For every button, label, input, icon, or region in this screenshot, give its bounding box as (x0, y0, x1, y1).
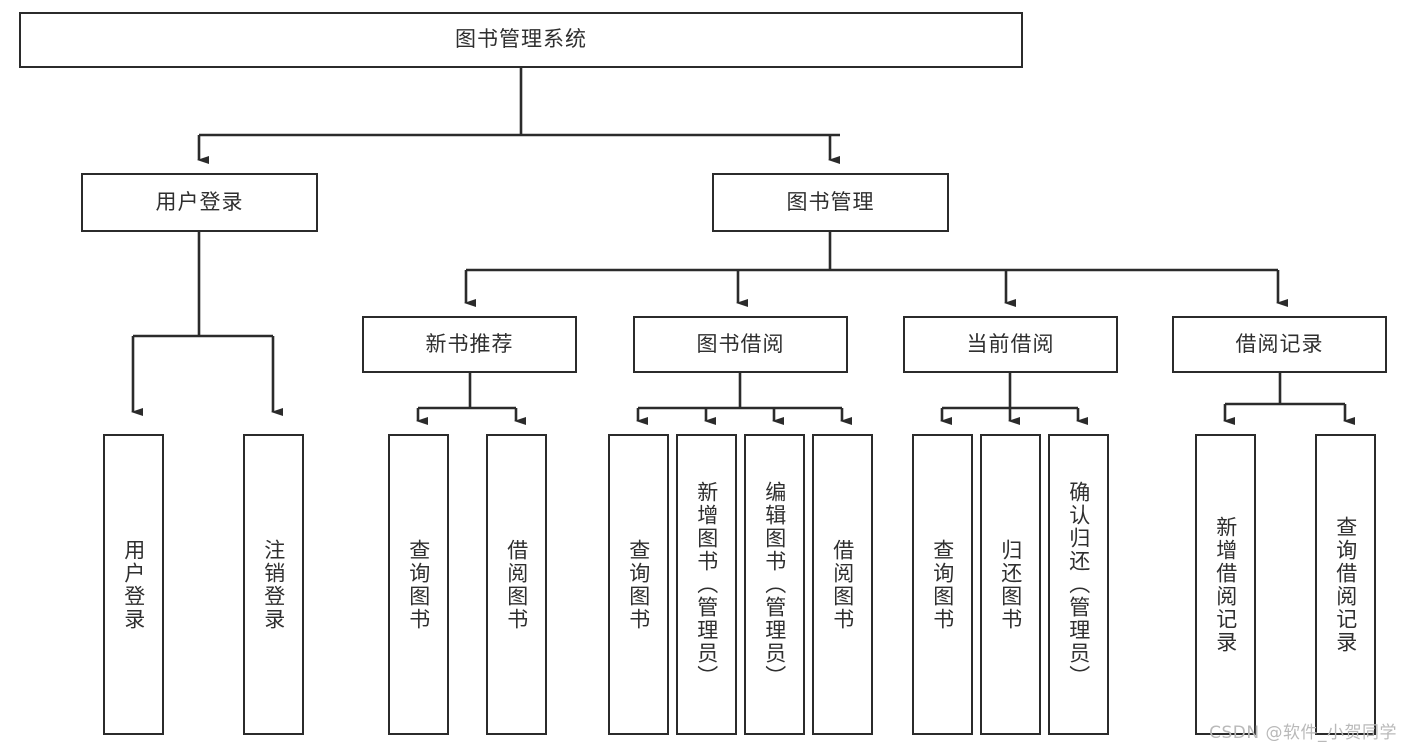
node-label: 编辑图书（管理员） (762, 481, 787, 688)
node-leaf-add-book-admin[interactable]: 新增图书（管理员） (676, 434, 737, 735)
node-label: 图书借阅 (696, 331, 785, 356)
node-label: 用户登录 (121, 538, 146, 631)
node-new-book-recommendation[interactable]: 新书推荐 (362, 316, 577, 373)
node-label: 查询借阅记录 (1333, 515, 1358, 654)
node-leaf-query-borrow-record[interactable]: 查询借阅记录 (1315, 434, 1376, 735)
node-label: 图书管理 (786, 189, 875, 214)
node-label: 查询图书 (626, 538, 651, 631)
node-leaf-return-book[interactable]: 归还图书 (980, 434, 1041, 735)
node-label: 新书推荐 (425, 331, 514, 356)
node-label: 借阅记录 (1235, 331, 1324, 356)
node-leaf-borrow-book[interactable]: 借阅图书 (812, 434, 873, 735)
node-label: 新增借阅记录 (1213, 515, 1238, 654)
node-label: 图书管理系统 (455, 27, 587, 52)
node-label: 用户登录 (155, 189, 244, 214)
node-leaf-borrow-book-newbook[interactable]: 借阅图书 (486, 434, 547, 735)
node-label: 借阅图书 (504, 538, 529, 631)
node-label: 查询图书 (406, 538, 431, 631)
node-label: 新增图书（管理员） (694, 481, 719, 688)
node-borrowing-records[interactable]: 借阅记录 (1172, 316, 1387, 373)
node-leaf-edit-book-admin[interactable]: 编辑图书（管理员） (744, 434, 805, 735)
node-user-login[interactable]: 用户登录 (81, 173, 318, 232)
node-label: 查询图书 (930, 538, 955, 631)
node-leaf-query-book-current[interactable]: 查询图书 (912, 434, 973, 735)
node-label: 归还图书 (998, 538, 1023, 631)
node-leaf-confirm-return-admin[interactable]: 确认归还（管理员） (1048, 434, 1109, 735)
node-label: 注销登录 (261, 538, 286, 631)
node-root-book-management-system[interactable]: 图书管理系统 (19, 12, 1023, 68)
node-leaf-user-login[interactable]: 用户登录 (103, 434, 164, 735)
node-leaf-query-book-newbook[interactable]: 查询图书 (388, 434, 449, 735)
node-current-borrowing[interactable]: 当前借阅 (903, 316, 1118, 373)
node-label: 确认归还（管理员） (1066, 481, 1091, 688)
node-leaf-query-book-borrow[interactable]: 查询图书 (608, 434, 669, 735)
node-leaf-logout[interactable]: 注销登录 (243, 434, 304, 735)
watermark-text: CSDN @软件_小贺同学 (1209, 723, 1397, 743)
node-book-borrowing[interactable]: 图书借阅 (633, 316, 848, 373)
node-label: 借阅图书 (830, 538, 855, 631)
node-leaf-add-borrow-record[interactable]: 新增借阅记录 (1195, 434, 1256, 735)
node-book-management[interactable]: 图书管理 (712, 173, 949, 232)
node-label: 当前借阅 (966, 331, 1055, 356)
